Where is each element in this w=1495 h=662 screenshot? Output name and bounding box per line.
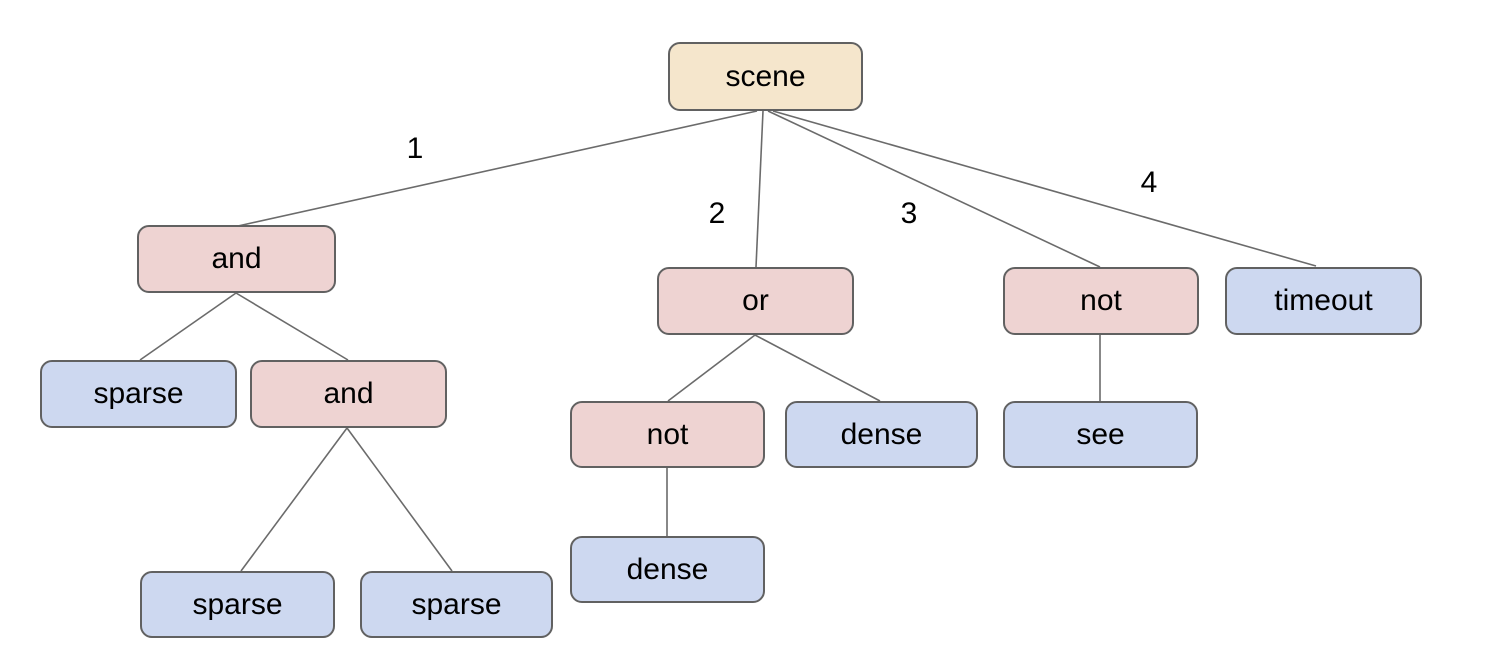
- edge-label-3: 3: [900, 197, 918, 230]
- node-dense-2: dense: [570, 536, 765, 603]
- node-timeout: timeout: [1225, 267, 1422, 335]
- node-not: not: [1003, 267, 1199, 335]
- node-sparse: sparse: [40, 360, 237, 428]
- edge-label-2: 2: [708, 197, 726, 230]
- node-or: or: [657, 267, 854, 335]
- node-and-2: and: [250, 360, 447, 428]
- node-dense: dense: [785, 401, 978, 468]
- edge-label-1: 1: [406, 132, 424, 165]
- node-see: see: [1003, 401, 1198, 468]
- node-and: and: [137, 225, 336, 293]
- node-scene: scene: [668, 42, 863, 111]
- node-sparse-2: sparse: [140, 571, 335, 638]
- edge-label-4: 4: [1140, 166, 1158, 199]
- node-not-2: not: [570, 401, 765, 468]
- node-sparse-3: sparse: [360, 571, 553, 638]
